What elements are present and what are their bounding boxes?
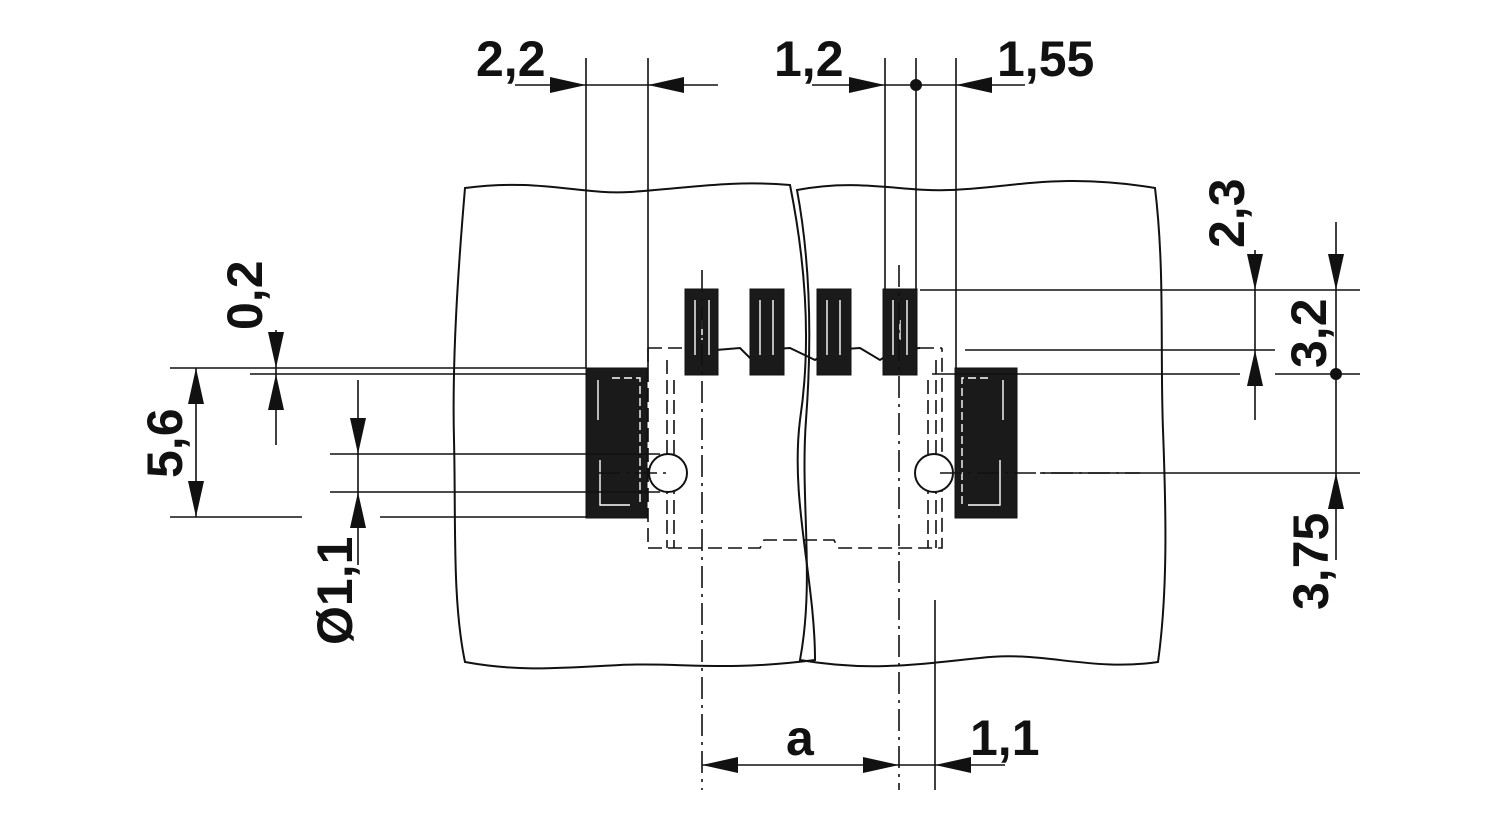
dim-label-hole-diameter: Ø1,1: [307, 537, 363, 645]
dim-label-2-3: 2,3: [1199, 178, 1255, 248]
connector-body-outline: [647, 346, 943, 549]
signal-pads: [684, 288, 918, 376]
board-outlines: [452, 179, 1167, 670]
center-lines: [598, 265, 1140, 790]
locating-holes: [648, 453, 954, 493]
signal-pad-4: [882, 288, 918, 376]
right-board-outline: [795, 179, 1167, 668]
dim-label-1-1: 1,1: [970, 710, 1040, 766]
signal-pad-3: [816, 288, 852, 376]
dim-label-a: a: [786, 710, 815, 766]
left-mounting-pad: [585, 367, 648, 519]
dim-label-3-2: 3,2: [1281, 298, 1337, 368]
dimension-labels: 2,2 1,2 1,55 a 1,1 5,6 0,2 Ø1,1 2,3 3,2 …: [137, 31, 1339, 766]
extension-lines: [170, 58, 1360, 790]
dim-label-2-2: 2,2: [476, 31, 546, 87]
dim-label-3-75: 3,75: [1283, 513, 1339, 610]
dim-label-1-2: 1,2: [774, 31, 844, 87]
mounting-pads: [585, 367, 1018, 519]
dim-label-5-6: 5,6: [137, 408, 193, 478]
dimension-lines: [188, 77, 1344, 773]
dim-label-1-55: 1,55: [997, 31, 1094, 87]
left-board-outline: [452, 182, 817, 670]
dim-label-0-2: 0,2: [217, 260, 273, 330]
signal-pad-2: [749, 288, 785, 376]
right-mounting-pad: [954, 367, 1018, 519]
